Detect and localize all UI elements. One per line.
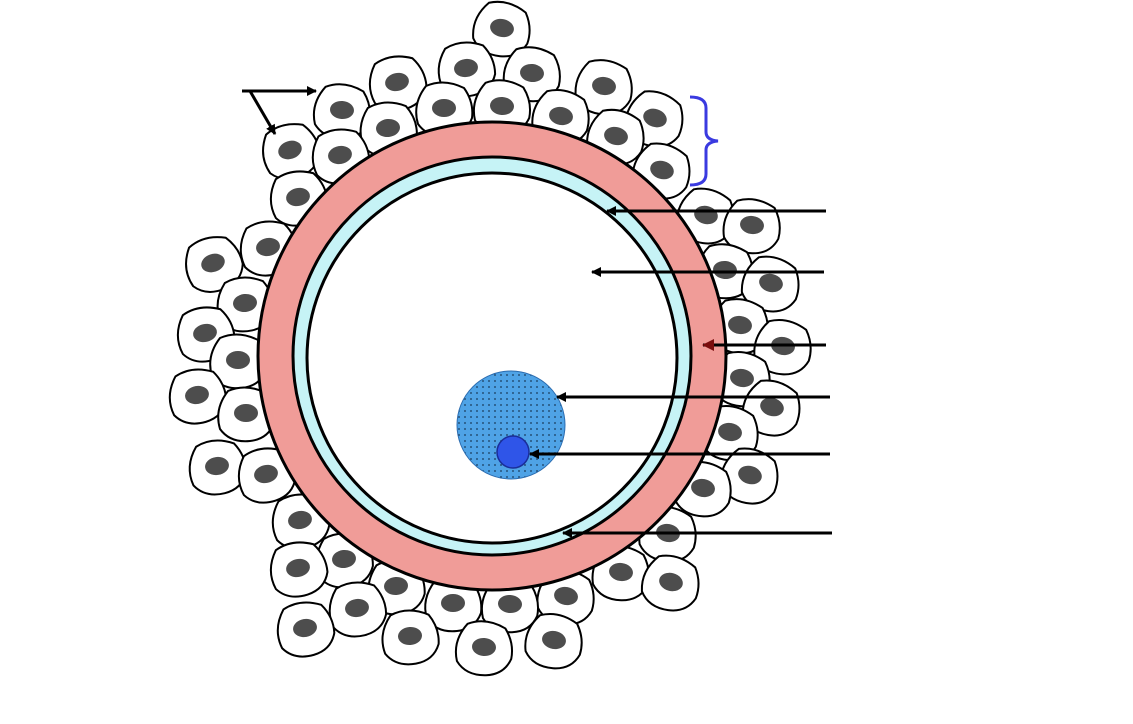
follicle-cell-nucleus: [490, 96, 514, 116]
follicle-cell-nucleus: [278, 140, 302, 160]
follicle-cell-nucleus: [293, 618, 317, 638]
follicle-cell: [574, 59, 633, 116]
follicle-cell-nucleus: [441, 594, 465, 612]
follicle-cell-nucleus: [738, 465, 762, 485]
nucleolus: [496, 435, 530, 469]
follicle-cell-nucleus: [205, 456, 229, 476]
follicle-cell-nucleus: [740, 215, 764, 235]
follicle-cell-nucleus: [718, 422, 742, 442]
follicle-cell-nucleus: [759, 273, 783, 293]
follicle-cell: [237, 447, 297, 504]
follicle-cell: [262, 123, 321, 180]
granulosa-bracket: [689, 95, 719, 187]
follicle-cell: [381, 609, 440, 666]
follicle-cell: [753, 318, 812, 376]
follicle-cell-nucleus: [345, 598, 369, 618]
follicle-cell-nucleus: [193, 323, 217, 343]
follicle-cell: [722, 198, 781, 255]
corona-radiata-cells: [168, 0, 812, 677]
follicle-cell-nucleus: [226, 351, 250, 369]
follicle-cell: [454, 620, 514, 677]
follicle-cell-nucleus: [376, 118, 400, 138]
follicle-cell-nucleus: [609, 562, 633, 582]
follicle-cell-nucleus: [328, 145, 352, 165]
follicle-cell-nucleus: [730, 368, 754, 388]
follicle-cell-nucleus: [691, 478, 715, 498]
follicle-cell-nucleus: [604, 126, 628, 146]
follicle-cell-nucleus: [549, 106, 573, 126]
follicle-cell-nucleus: [254, 464, 278, 484]
follicle-cell-nucleus: [398, 626, 422, 646]
follicle-cell-nucleus: [592, 76, 616, 96]
arrow-follicle-cell-2: [248, 90, 277, 135]
follicle-cell: [741, 379, 801, 437]
follicle-cell-nucleus: [385, 72, 409, 92]
follicle-cell-nucleus: [201, 253, 225, 273]
follicle-cell-nucleus: [256, 237, 280, 257]
follicle-cell: [740, 255, 800, 313]
follicle-cell-nucleus: [490, 18, 514, 38]
follicle-cell-nucleus: [332, 549, 356, 569]
follicle-cell-nucleus: [234, 404, 258, 422]
follicle-cell-nucleus: [554, 586, 578, 606]
follicle-cell-nucleus: [384, 576, 408, 596]
follicle-cell-nucleus: [472, 637, 496, 657]
cytoplasm: [305, 171, 679, 545]
follicle-cell-nucleus: [185, 385, 209, 405]
follicle-cell: [276, 601, 336, 658]
follicle-cell-nucleus: [286, 558, 310, 578]
follicle-cell: [328, 581, 388, 638]
follicle-cell-nucleus: [643, 108, 667, 128]
follicle-cell-nucleus: [498, 594, 522, 614]
follicle-cell: [415, 81, 474, 138]
follicle-cell-nucleus: [520, 63, 544, 83]
follicle-cell-nucleus: [330, 100, 354, 120]
follicle-cell-nucleus: [760, 397, 784, 417]
follicle-cell: [368, 55, 428, 112]
follicle-cell-nucleus: [713, 260, 737, 280]
follicle-cell: [188, 439, 248, 496]
follicle-cell-nucleus: [542, 630, 566, 650]
follicle-cell: [719, 447, 779, 505]
follicle-cell-nucleus: [432, 99, 456, 117]
follicle-cell-nucleus: [233, 293, 257, 313]
follicle-cell: [185, 236, 244, 293]
follicle-cell-nucleus: [286, 187, 310, 207]
follicle-cell: [312, 83, 372, 140]
label-arrows: [242, 86, 832, 538]
follicle-cell-nucleus: [650, 160, 674, 180]
follicle-cell: [640, 554, 700, 612]
follicle-cell-nucleus: [288, 510, 312, 530]
follicle-cell: [524, 612, 583, 670]
follicle-cell: [269, 541, 329, 598]
follicle-cell-nucleus: [454, 58, 478, 78]
follicle-cell-nucleus: [659, 572, 683, 592]
follicle-cell-nucleus: [728, 315, 752, 335]
